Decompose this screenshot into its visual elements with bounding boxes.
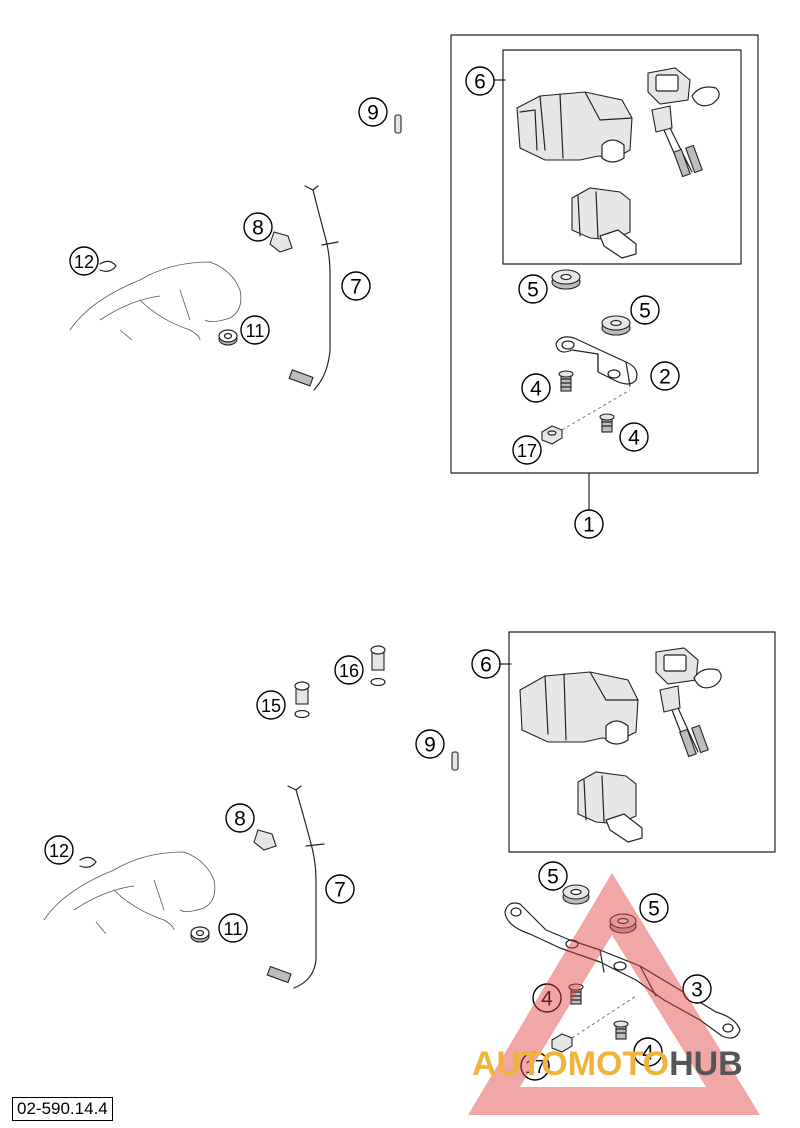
svg-text:17: 17 [525, 1057, 545, 1077]
mount-block-drawing-bottom [577, 771, 643, 843]
svg-text:4: 4 [541, 988, 553, 1011]
pin-drawing-bottom [451, 751, 459, 771]
nut-drawing [218, 329, 238, 346]
bolt-15-drawing [294, 681, 310, 719]
callout-bottom-15: 15 [256, 690, 286, 720]
callout-bottom-16: 16 [334, 655, 364, 685]
callout-top-7: 7 [341, 271, 371, 301]
callout-bottom-3: 3 [682, 974, 712, 1004]
grommet-drawing-bottom [562, 884, 637, 934]
callout-top-12: 12 [69, 246, 99, 276]
svg-text:11: 11 [246, 321, 265, 341]
svg-text:1: 1 [583, 514, 595, 537]
svg-text:17: 17 [517, 441, 537, 461]
callout-bottom-4a: 4 [532, 983, 562, 1013]
clip-drawing-bottom [253, 829, 277, 851]
svg-text:5: 5 [547, 866, 559, 889]
callout-bottom-6: 6 [471, 649, 501, 679]
svg-text:5: 5 [639, 300, 651, 323]
callout-bottom-5b: 5 [639, 893, 669, 923]
bracket-drawing [555, 336, 638, 387]
svg-text:7: 7 [350, 276, 362, 299]
svg-text:8: 8 [252, 217, 264, 240]
callout-bottom-17: 17 [520, 1051, 550, 1081]
callout-top-4b: 4 [619, 422, 649, 452]
reference-code: 02-590.14.4 [12, 1097, 113, 1121]
svg-text:5: 5 [648, 898, 660, 921]
svg-text:3: 3 [691, 979, 703, 1002]
callout-bottom-5a: 5 [538, 861, 568, 891]
svg-text:6: 6 [474, 71, 486, 94]
svg-text:5: 5 [527, 279, 539, 302]
grommet-drawing [551, 269, 631, 336]
bolt-drawing [541, 370, 631, 445]
svg-text:4: 4 [530, 378, 542, 401]
bolt-16-drawing [370, 645, 386, 687]
callout-top-11: 11 [240, 315, 270, 345]
callout-top-6: 6 [465, 66, 495, 96]
svg-text:7: 7 [334, 879, 346, 902]
bolt-drawing-bottom [551, 983, 637, 1053]
svg-text:9: 9 [367, 102, 379, 125]
svg-text:12: 12 [49, 841, 69, 861]
bottom-assembly [43, 631, 776, 1053]
callout-top-9: 9 [358, 97, 388, 127]
top-assembly [69, 34, 759, 511]
callout-top-1: 1 [574, 509, 604, 539]
svg-text:8: 8 [234, 808, 246, 831]
callout-top-5a: 5 [518, 274, 548, 304]
svg-text:11: 11 [224, 919, 243, 939]
callout-bottom-11: 11 [218, 913, 248, 943]
mount-block-drawing [571, 187, 637, 259]
callout-top-4a: 4 [521, 373, 551, 403]
speedometer-drawing-bottom [655, 647, 722, 758]
callout-bottom-9: 9 [415, 729, 445, 759]
callout-bottom-7: 7 [325, 874, 355, 904]
svg-text:16: 16 [339, 661, 359, 681]
callout-bottom-12: 12 [44, 835, 74, 865]
svg-text:15: 15 [261, 696, 281, 716]
switch-housing-drawing [516, 91, 633, 163]
callout-bottom-8: 8 [225, 803, 255, 833]
svg-text:12: 12 [74, 252, 94, 272]
sub-kit-box-outline-bottom [508, 631, 776, 853]
speedometer-drawing [647, 67, 720, 178]
svg-text:6: 6 [480, 654, 492, 677]
callout-top-8: 8 [243, 212, 273, 242]
callout-bottom-4b: 4 [633, 1037, 663, 1067]
frame-outline-drawing-bottom [43, 851, 216, 935]
svg-text:9: 9 [424, 734, 436, 757]
ring-drawing [99, 260, 117, 272]
sub-kit-box-outline [502, 49, 742, 265]
switch-housing-drawing-bottom [519, 671, 639, 745]
svg-text:4: 4 [628, 427, 640, 450]
bracket-drawing-bottom [504, 902, 741, 1039]
nut-drawing-bottom [190, 926, 210, 943]
clip-drawing [269, 231, 293, 253]
svg-text:4: 4 [642, 1042, 654, 1065]
callout-top-17: 17 [512, 435, 542, 465]
svg-text:2: 2 [659, 366, 671, 389]
cable-drawing [288, 185, 339, 391]
ring-drawing-bottom [79, 856, 97, 868]
cable-drawing-bottom [266, 785, 325, 989]
callout-top-5b: 5 [630, 295, 660, 325]
callout-top-2: 2 [650, 361, 680, 391]
kit-box-outline [450, 34, 759, 474]
pin-drawing [394, 114, 402, 134]
frame-outline-drawing [69, 261, 242, 341]
